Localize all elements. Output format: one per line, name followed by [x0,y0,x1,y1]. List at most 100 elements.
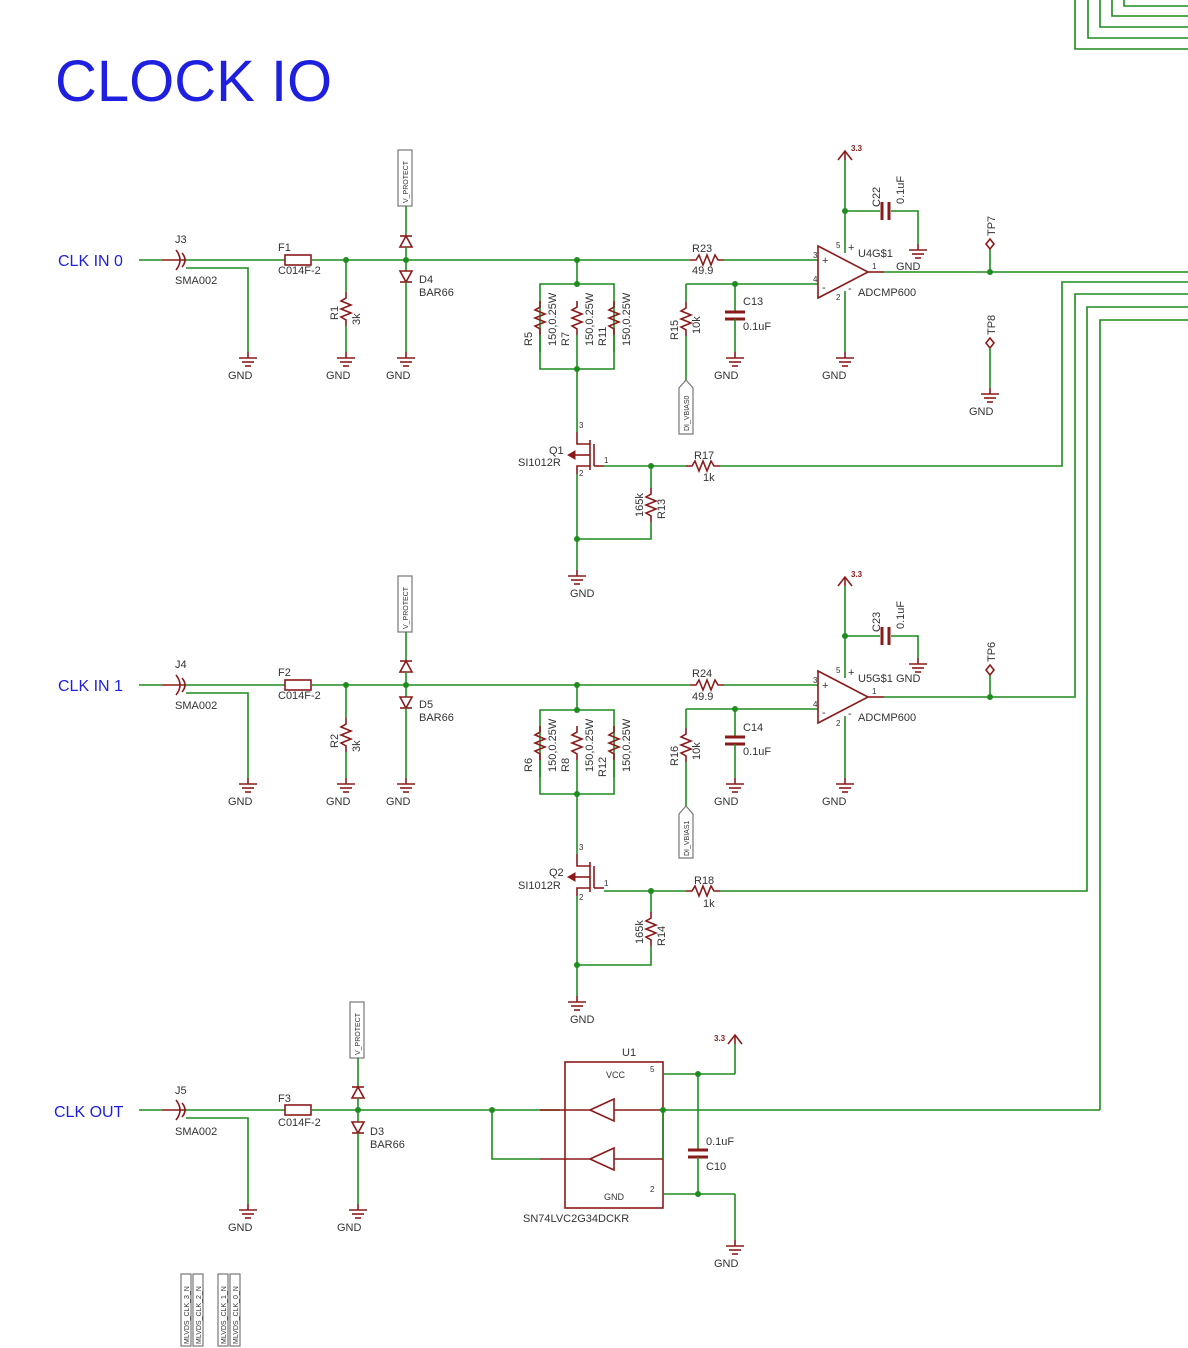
mlvds-net-flags: MLVDS_CLK_3_N MLVDS_CLK_2_N MLVDS_CLK_1_… [180,1273,241,1347]
svg-text:GND: GND [228,796,253,808]
svg-text:BAR66: BAR66 [419,712,454,724]
svg-text:150,0.25W: 150,0.25W [547,292,559,346]
svg-text:3.3: 3.3 [714,1034,726,1043]
svg-text:2: 2 [579,893,584,902]
svg-text:R1: R1 [329,306,341,320]
svg-text:J3: J3 [175,234,187,246]
svg-text:0.1uF: 0.1uF [743,321,771,333]
svg-text:SMA002: SMA002 [175,1126,217,1138]
capacitor-c10 [688,1148,708,1159]
svg-text:SMA002: SMA002 [175,275,217,287]
svg-text:GND: GND [604,1192,625,1202]
svg-text:MLVDS_CLK_0_N: MLVDS_CLK_0_N [233,1286,240,1344]
svg-text:GND: GND [896,261,921,273]
svg-text:1k: 1k [703,898,715,910]
resistor-r1 [340,291,352,327]
svg-text:Q2: Q2 [549,867,564,879]
svg-text:V_PROTECT: V_PROTECT [403,586,410,629]
svg-text:2: 2 [836,719,841,728]
resistor-r15 [680,301,692,337]
svg-text:DI_VBIAS0: DI_VBIAS0 [684,395,691,431]
svg-text:GND: GND [326,370,351,382]
svg-text:U4G$1: U4G$1 [858,248,893,260]
resistor-r17 [685,460,721,472]
page-title: CLOCK IO [55,49,332,114]
svg-text:+: + [848,667,854,679]
svg-text:SI1012R: SI1012R [518,880,561,892]
svg-text:MLVDS_CLK_1_N: MLVDS_CLK_1_N [221,1286,228,1344]
svg-text:165k: 165k [634,493,646,517]
di-vbias1-flag [678,805,694,859]
svg-text:2: 2 [579,469,584,478]
svg-text:5: 5 [836,666,841,675]
svg-text:3.3: 3.3 [851,570,863,579]
diode-d5 [398,659,414,710]
svg-text:1: 1 [604,456,609,465]
svg-text:+: + [848,242,854,254]
clk-out-port: CLK OUT [54,1104,124,1121]
fuse-f1 [284,254,312,266]
svg-text:SI1012R: SI1012R [518,457,561,469]
svg-text:F2: F2 [278,667,291,679]
svg-text:J4: J4 [175,659,187,671]
svg-text:150,0.25W: 150,0.25W [584,292,596,346]
svg-text:R12: R12 [597,757,609,777]
svg-text:R18: R18 [694,875,714,887]
capacitor-c23 [880,627,891,645]
clock-output-circuit: CLK OUT J5 SMA002 GND F3 C014F-2 V_PROTE… [54,319,1188,1270]
svg-text:F3: F3 [278,1093,291,1105]
v-protect-flag-ch1 [397,575,413,633]
diode-d3 [350,1085,366,1135]
sma-connector-j3 [162,249,186,271]
svg-text:GND: GND [822,796,847,808]
comparator-u4 [817,244,884,300]
svg-text:150,0.25W: 150,0.25W [547,718,559,772]
resistor-r18 [685,885,721,897]
supply-33-arrow-out [727,1033,743,1045]
svg-text:GND: GND [570,1014,595,1026]
svg-text:R24: R24 [692,668,712,680]
svg-text:0.1uF: 0.1uF [895,601,907,629]
svg-text:R5: R5 [523,332,535,346]
svg-text:C10: C10 [706,1161,726,1173]
svg-text:R13: R13 [656,499,668,519]
svg-text:TP8: TP8 [986,315,998,335]
resistor-r14 [645,911,657,947]
svg-text:-: - [848,283,852,295]
svg-text:R8: R8 [560,758,572,772]
svg-text:GND: GND [714,370,739,382]
svg-text:GND: GND [337,1222,362,1234]
svg-text:1: 1 [872,262,877,271]
svg-text:R17: R17 [694,450,714,462]
svg-text:3.3: 3.3 [851,144,863,153]
svg-text:BAR66: BAR66 [370,1139,405,1151]
svg-text:V_PROTECT: V_PROTECT [355,1012,362,1055]
svg-text:GND: GND [228,370,253,382]
svg-text:49.9: 49.9 [692,691,713,703]
svg-text:R16: R16 [669,746,681,766]
svg-text:5: 5 [650,1065,655,1074]
svg-text:150,0.25W: 150,0.25W [621,292,633,346]
mosfet-q1 [566,432,604,474]
svg-text:R11: R11 [597,327,609,346]
svg-text:U1: U1 [622,1047,636,1059]
svg-text:D4: D4 [419,274,433,286]
buffer-gate-1 [540,1097,660,1123]
svg-text:R2: R2 [329,734,341,748]
svg-text:150,0.25W: 150,0.25W [621,718,633,772]
v-protect-flag-ch0 [397,149,413,207]
svg-text:0.1uF: 0.1uF [743,746,771,758]
clk-in-0-port: CLK IN 0 [58,253,123,270]
net-flag [180,1273,192,1347]
svg-text:ADCMP600: ADCMP600 [858,712,916,724]
svg-text:GND: GND [386,370,411,382]
resistor-r16 [680,727,692,763]
svg-text:GND: GND [326,796,351,808]
resistor-r7 [571,300,583,336]
svg-text:0.1uF: 0.1uF [895,176,907,204]
sheet-frame-corner [1074,0,1188,50]
svg-text:C014F-2: C014F-2 [278,265,321,277]
supply-33-arrow-ch0 [837,149,853,161]
svg-text:C014F-2: C014F-2 [278,690,321,702]
